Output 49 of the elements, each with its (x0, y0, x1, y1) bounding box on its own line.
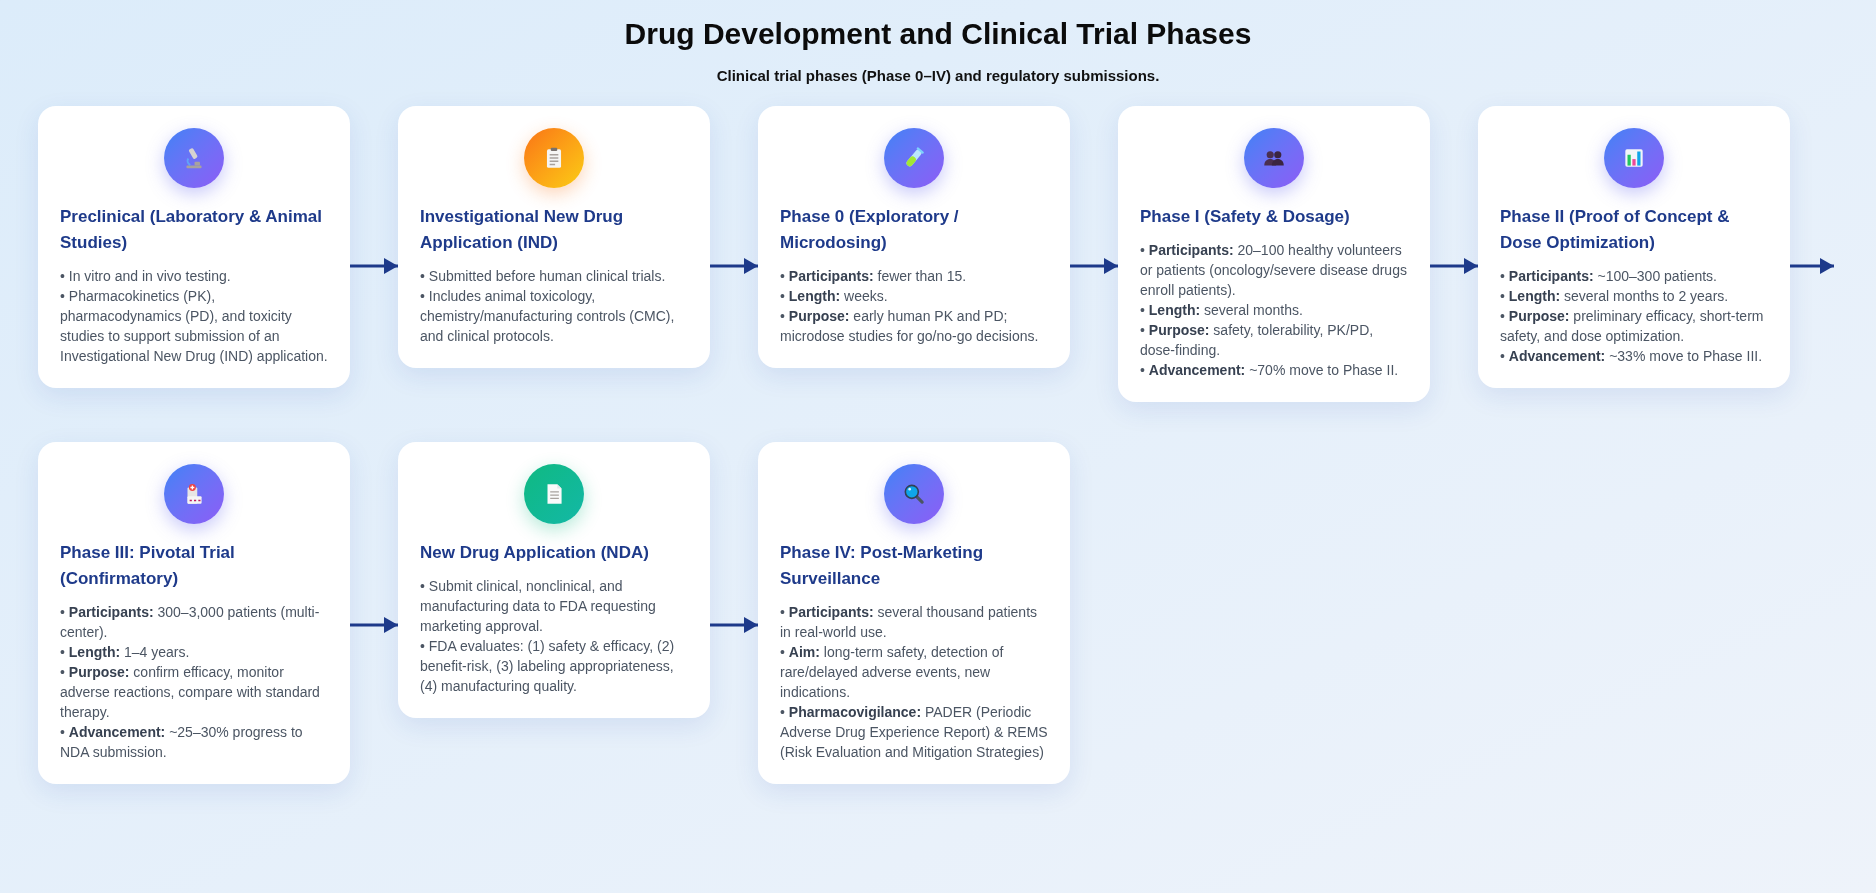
card-title: Investigational New Drug Application (IND) (420, 206, 625, 254)
phase-card (758, 106, 1070, 368)
card-title: Phase II (Proof of Concept & Dose Optimization) (1500, 206, 1731, 254)
bullet-text: • Advancement: ~25–30% progress to NDA submission. (60, 723, 304, 762)
phase-card (38, 106, 350, 388)
arrow (1790, 258, 1834, 274)
bullet-text: • FDA evaluates: (1) safety & efficacy, (2) benefit-risk, (3) labeling appropriateness, (4) manufacturing quality. (420, 637, 676, 696)
card-title: Phase III: Pivotal Trial (Confirmatory) (60, 542, 236, 590)
phase-card (398, 442, 710, 718)
bullet-text: • Advancement: ~70% move to Phase II. (1140, 361, 1400, 380)
card-title: Phase 0 (Exploratory / Microdosing) (780, 206, 960, 254)
bullet-text: • Participants: 20–100 healthy volunteers or patients (oncology/severe disease drugs enroll patients). (1140, 241, 1408, 300)
phase-card (398, 106, 710, 368)
bullet-text: • Length: weeks. (780, 287, 889, 306)
phase-card (758, 442, 1070, 784)
bullet-text: • Submit clinical, nonclinical, and manufacturing data to FDA requesting marketing approval. (420, 577, 657, 636)
bullet-text: • Participants: fewer than 15. (780, 267, 968, 286)
arrow (350, 617, 398, 633)
card-title: Preclinical (Laboratory & Animal Studies) (60, 206, 323, 254)
bullet-text: • Advancement: ~33% move to Phase III. (1500, 347, 1764, 366)
bullet-text: • Submitted before human clinical trials. (420, 267, 667, 286)
bullet-text: • Includes animal toxicology, chemistry/manufacturing controls (CMC), and clinical protocols. (420, 287, 676, 346)
arrow (1070, 258, 1118, 274)
phase-card (1118, 106, 1430, 402)
bullet-text: • Purpose: preliminary efficacy, short-term safety, and dose optimization. (1500, 307, 1765, 346)
bullet-text: • Participants: ~100–300 patients. (1500, 267, 1718, 286)
bullet-text: • Length: 1–4 years. (60, 643, 191, 662)
bullet-text: • Purpose: safety, tolerability, PK/PD, dose-finding. (1140, 321, 1375, 360)
bullet-text: • Pharmacovigilance: PADER (Periodic Adverse Drug Experience Report) & REMS (Risk Evaluation and Mitigation Strategies) (780, 703, 1048, 762)
phase-card (1478, 106, 1790, 388)
bullet-text: • Pharmacokinetics (PK), pharmacodynamics (PD), and toxicity studies to support submission of an Investigational New Drug (IND) application. (60, 287, 328, 366)
bullet-text: • Participants: several thousand patients in real-world use. (780, 603, 1039, 642)
phase-card (38, 442, 350, 784)
arrow (710, 617, 758, 633)
bullet-text: • Length: several months to 2 years. (1500, 287, 1730, 306)
bullet-text: • Participants: 300–3,000 patients (multi-center). (60, 603, 321, 642)
arrow (710, 258, 758, 274)
bullet-text: • In vitro and in vivo testing. (60, 267, 232, 286)
bullet-text: • Purpose: early human PK and PD; microdose studies for go/no-go decisions. (780, 307, 1040, 346)
page-title: Drug Development and Clinical Trial Phases (624, 16, 1252, 52)
bullet-text: • Purpose: confirm efficacy, monitor adverse reactions, compare with standard therapy. (60, 663, 321, 722)
bullet-text: • Length: several months. (1140, 301, 1304, 320)
card-title: New Drug Application (NDA) (420, 542, 650, 564)
arrow (1430, 258, 1478, 274)
subtitle: Clinical trial phases (Phase 0–IV) and regulatory submissions. (716, 66, 1160, 86)
arrow (350, 258, 398, 274)
bullet-text: • Aim: long-term safety, detection of rare/delayed adverse events, new indications. (780, 643, 1005, 702)
card-title: Phase IV: Post-Marketing Surveillance (780, 542, 985, 590)
card-title: Phase I (Safety & Dosage) (1140, 206, 1351, 228)
